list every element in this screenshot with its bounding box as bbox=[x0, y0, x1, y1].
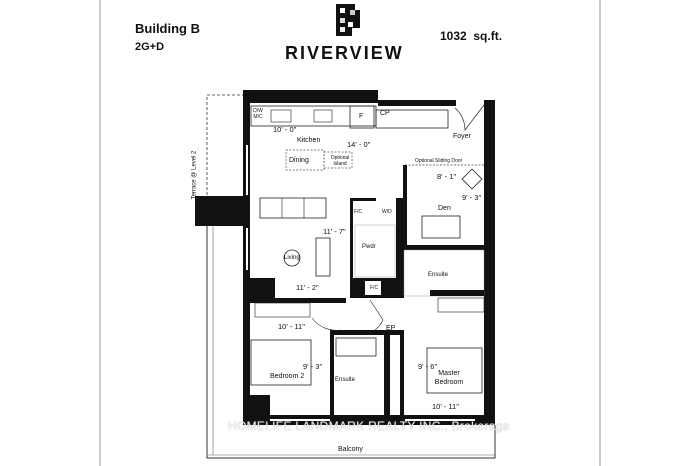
optional-sliding-door-label: Optional Sliding Door bbox=[415, 158, 463, 164]
balcony-label: Balcony bbox=[338, 446, 363, 453]
riverview-logo-icon bbox=[336, 4, 360, 36]
unit-type-label: 2G+D bbox=[135, 41, 165, 53]
cp-label: CP bbox=[380, 110, 390, 117]
ep-label: EP bbox=[386, 325, 396, 332]
master-ensuite-label: Ensuite bbox=[428, 272, 449, 278]
area-label: 1032 sq.ft. bbox=[440, 29, 502, 43]
living-label: Living bbox=[284, 255, 300, 261]
fridge-label: F bbox=[359, 113, 364, 120]
master-height-dimension: 9' - 6" bbox=[418, 362, 438, 371]
master-width-dimension: 10' - 11" bbox=[432, 402, 459, 411]
powder-room-label: Pwdr bbox=[362, 244, 376, 250]
area-unit: sq.ft. bbox=[473, 29, 503, 43]
living-width-dimension: 11' - 2" bbox=[296, 283, 319, 292]
den-height-dimension: 9' - 3" bbox=[462, 193, 482, 202]
master-bedroom-label: Master Bedroom bbox=[434, 370, 464, 386]
den-width-dimension: 8' - 1" bbox=[437, 172, 457, 181]
building-label: Building B bbox=[135, 21, 200, 36]
bedroom2-height-dimension: 9' - 3" bbox=[303, 362, 323, 371]
den-label: Den bbox=[438, 205, 451, 212]
kitchen-dimension: 10' - 0" bbox=[273, 125, 297, 134]
logo-text: RIVERVIEW bbox=[285, 43, 404, 63]
optional-island-label: Optional Island bbox=[330, 155, 350, 167]
bedroom2-width-dimension: 10' - 11" bbox=[278, 322, 305, 331]
foyer-label: Foyer bbox=[453, 133, 471, 140]
watermark: HOMELIFE LANDMARK REALTY INC., Brokerage bbox=[228, 419, 510, 433]
dining-label: Dining bbox=[289, 157, 309, 164]
dw-mc-label: D/W M/C bbox=[253, 108, 263, 120]
bedroom2-label: Bedroom 2 bbox=[270, 373, 305, 380]
fc-label-2: F/C bbox=[370, 285, 379, 291]
area-value: 1032 bbox=[440, 29, 467, 43]
wd-label: W/D bbox=[382, 209, 392, 215]
bedroom2-ensuite-label: Ensuite bbox=[335, 377, 356, 383]
terrace-label: Terrace @ Level 2 bbox=[191, 150, 198, 200]
fc-label: F/C bbox=[354, 209, 363, 215]
living-height-dimension: 11' - 7" bbox=[323, 227, 346, 236]
foyer-dimension: 14' - 0" bbox=[347, 140, 371, 149]
kitchen-label: Kitchen bbox=[297, 137, 321, 144]
